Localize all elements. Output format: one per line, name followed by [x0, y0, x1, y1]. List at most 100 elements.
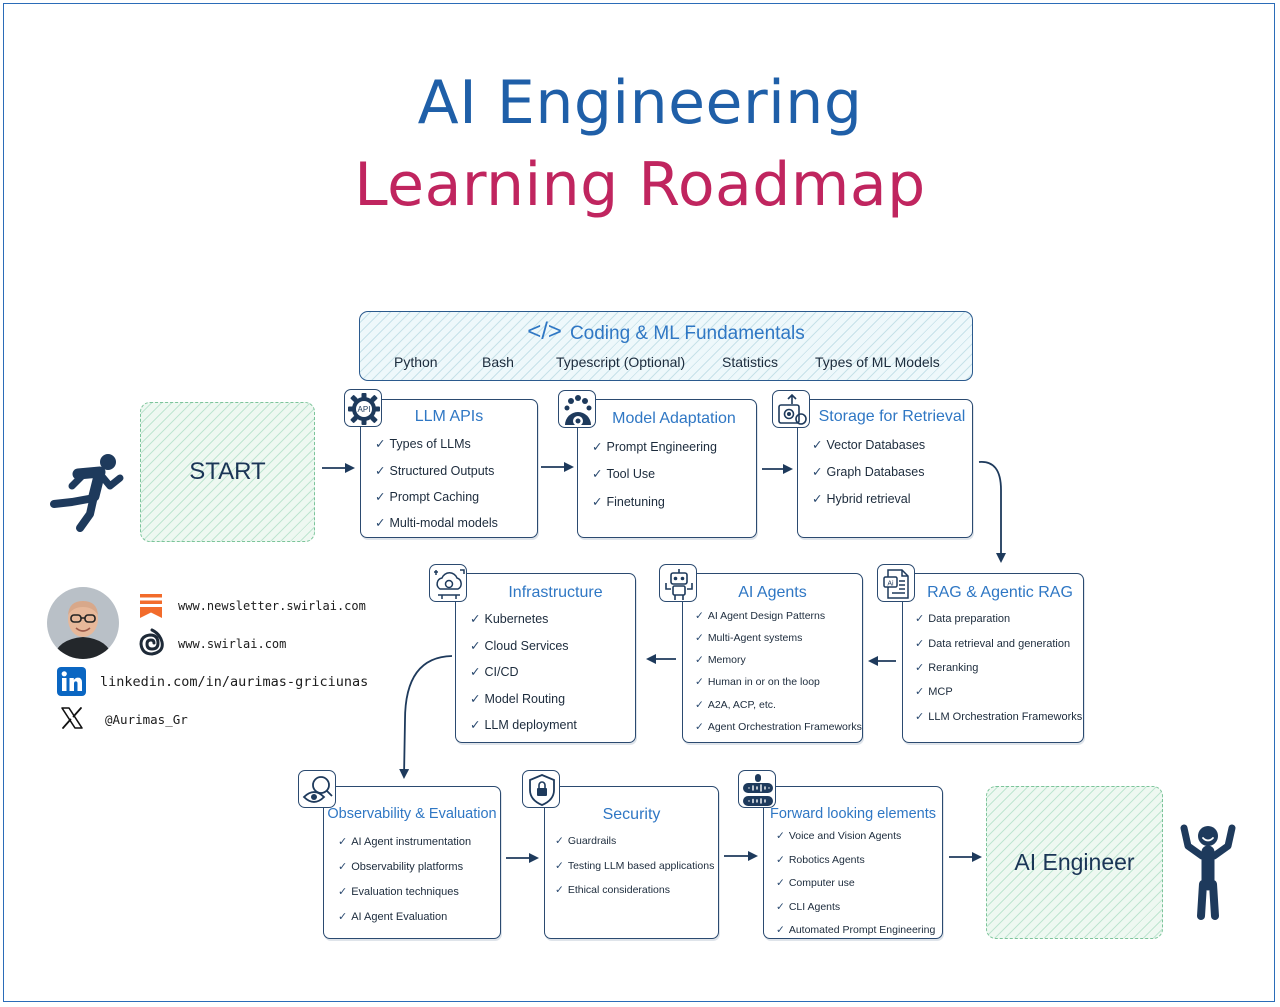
list-item: ✓Prompt Engineering: [592, 440, 717, 454]
list-item: ✓Finetuning: [592, 495, 665, 509]
list-item: ✓Agent Orchestration Frameworks: [695, 721, 862, 733]
author-avatar: [47, 587, 119, 659]
list-item: ✓Human in or on the loop: [695, 676, 820, 688]
list-item: ✓Memory: [695, 654, 746, 666]
check-icon: ✓: [592, 440, 603, 454]
list-item: ✓Graph Databases: [812, 465, 925, 479]
model-adaptation-title: Model Adaptation: [612, 410, 736, 427]
check-icon: ✓: [776, 901, 785, 913]
check-icon: ✓: [470, 639, 481, 653]
list-item: ✓Guardrails: [555, 835, 617, 847]
list-item: ✓Multi-Agent systems: [695, 632, 803, 644]
api-gear-icon: API: [344, 389, 382, 427]
observability-title: Observability & Evaluation: [327, 806, 497, 822]
check-icon: ✓: [915, 662, 925, 674]
llm-apis-box: LLM APIs ✓Types of LLMs ✓Structured Outp…: [360, 399, 538, 538]
page-frame: [3, 3, 1275, 1002]
check-icon: ✓: [695, 654, 704, 666]
check-icon: ✓: [470, 692, 481, 706]
check-icon: ✓: [375, 490, 386, 504]
newsletter-link[interactable]: www.newsletter.swirlai.com: [178, 599, 366, 613]
check-icon: ✓: [592, 467, 603, 481]
fundamentals-item: Statistics: [722, 354, 779, 370]
storage-retrieval-box: Storage for Retrieval ✓Vector Databases …: [797, 399, 973, 538]
x-twitter-icon: [61, 707, 83, 729]
ai-engineer-box: AI Engineer: [986, 786, 1163, 939]
voice-chat-icon: [738, 770, 776, 808]
website-link[interactable]: www.swirlai.com: [178, 637, 287, 651]
storage-retrieval-title: Storage for Retrieval: [818, 408, 966, 425]
list-item: ✓Robotics Agents: [776, 854, 865, 866]
list-item: ✓AI Agent instrumentation: [338, 836, 472, 848]
rag-title: RAG & Agentic RAG: [927, 584, 1073, 601]
check-icon: ✓: [695, 632, 704, 644]
twitter-handle[interactable]: @Aurimas_Gr: [105, 712, 188, 727]
list-item: ✓Automated Prompt Engineering: [776, 924, 936, 936]
list-item: ✓Reranking: [915, 662, 979, 674]
list-item: ✓AI Agent Design Patterns: [695, 610, 826, 622]
check-icon: ✓: [812, 438, 823, 452]
forward-looking-box: Forward looking elements ✓Voice and Visi…: [763, 786, 943, 939]
ai-agents-title: AI Agents: [738, 584, 807, 601]
check-icon: ✓: [695, 721, 704, 733]
security-box: Security ✓Guardrails ✓Testing LLM based …: [544, 786, 719, 939]
linkedin-icon: [57, 667, 86, 696]
check-icon: ✓: [915, 613, 925, 625]
check-icon: ✓: [776, 924, 785, 936]
cloud-infrastructure-icon: [429, 564, 467, 602]
check-icon: ✓: [592, 495, 603, 509]
list-item: ✓Multi-modal models: [375, 516, 498, 530]
model-adaptation-box: Model Adaptation ✓Prompt Engineering ✓To…: [577, 399, 757, 538]
list-item: ✓Kubernetes: [470, 612, 549, 626]
check-icon: ✓: [812, 492, 823, 506]
fundamentals-item: Bash: [482, 354, 514, 370]
check-icon: ✓: [555, 835, 564, 847]
title-line-2: Learning Roadmap: [354, 150, 926, 220]
check-icon: ✓: [375, 437, 386, 451]
list-item: ✓A2A, ACP, etc.: [695, 699, 776, 711]
code-icon: </>: [527, 318, 562, 345]
fundamentals-item: Types of ML Models: [815, 354, 940, 370]
linkedin-link[interactable]: linkedin.com/in/aurimas-griciunas: [100, 674, 369, 690]
list-item: ✓Cloud Services: [470, 639, 569, 653]
list-item: ✓Types of LLMs: [375, 437, 471, 451]
check-icon: ✓: [915, 686, 925, 698]
rag-box: RAG & Agentic RAG ✓Data preparation ✓Dat…: [902, 573, 1084, 743]
list-item: ✓LLM Orchestration Frameworks: [915, 711, 1083, 723]
check-icon: ✓: [555, 860, 564, 872]
check-icon: ✓: [470, 665, 481, 679]
list-item: ✓Observability platforms: [338, 861, 464, 873]
list-item: ✓Ethical considerations: [555, 884, 670, 896]
check-icon: ✓: [915, 711, 925, 723]
check-icon: ✓: [338, 836, 348, 848]
check-icon: ✓: [338, 911, 348, 923]
ai-agents-box: AI Agents ✓AI Agent Design Patterns ✓Mul…: [682, 573, 863, 743]
list-item: ✓Vector Databases: [812, 438, 926, 452]
list-item: ✓Prompt Caching: [375, 490, 480, 504]
check-icon: ✓: [470, 612, 481, 626]
list-item: ✓CI/CD: [470, 665, 519, 679]
check-icon: ✓: [375, 464, 386, 478]
list-item: ✓Model Routing: [470, 692, 566, 706]
list-item: ✓Evaluation techniques: [338, 886, 459, 898]
list-item: ✓Data retrieval and generation: [915, 638, 1071, 650]
security-title: Security: [602, 806, 661, 823]
check-icon: ✓: [338, 886, 348, 898]
observability-box: Observability & Evaluation ✓AI Agent ins…: [323, 786, 501, 939]
runner-icon: [50, 454, 124, 532]
forward-looking-title: Forward looking elements: [769, 806, 937, 822]
list-item: ✓CLI Agents: [776, 901, 841, 913]
substack-icon: [140, 594, 162, 618]
check-icon: ✓: [695, 610, 704, 622]
infrastructure-title: Infrastructure: [508, 584, 603, 601]
start-box: START: [140, 402, 315, 542]
model-gear-icon: [558, 390, 596, 428]
list-item: ✓Testing LLM based applications: [555, 860, 715, 872]
ai-document-icon: Ai: [877, 564, 915, 602]
check-icon: ✓: [375, 516, 386, 530]
check-icon: ✓: [915, 638, 925, 650]
list-item: ✓LLM deployment: [470, 718, 577, 732]
robot-icon: [659, 564, 697, 602]
list-item: ✓AI Agent Evaluation: [338, 911, 448, 923]
